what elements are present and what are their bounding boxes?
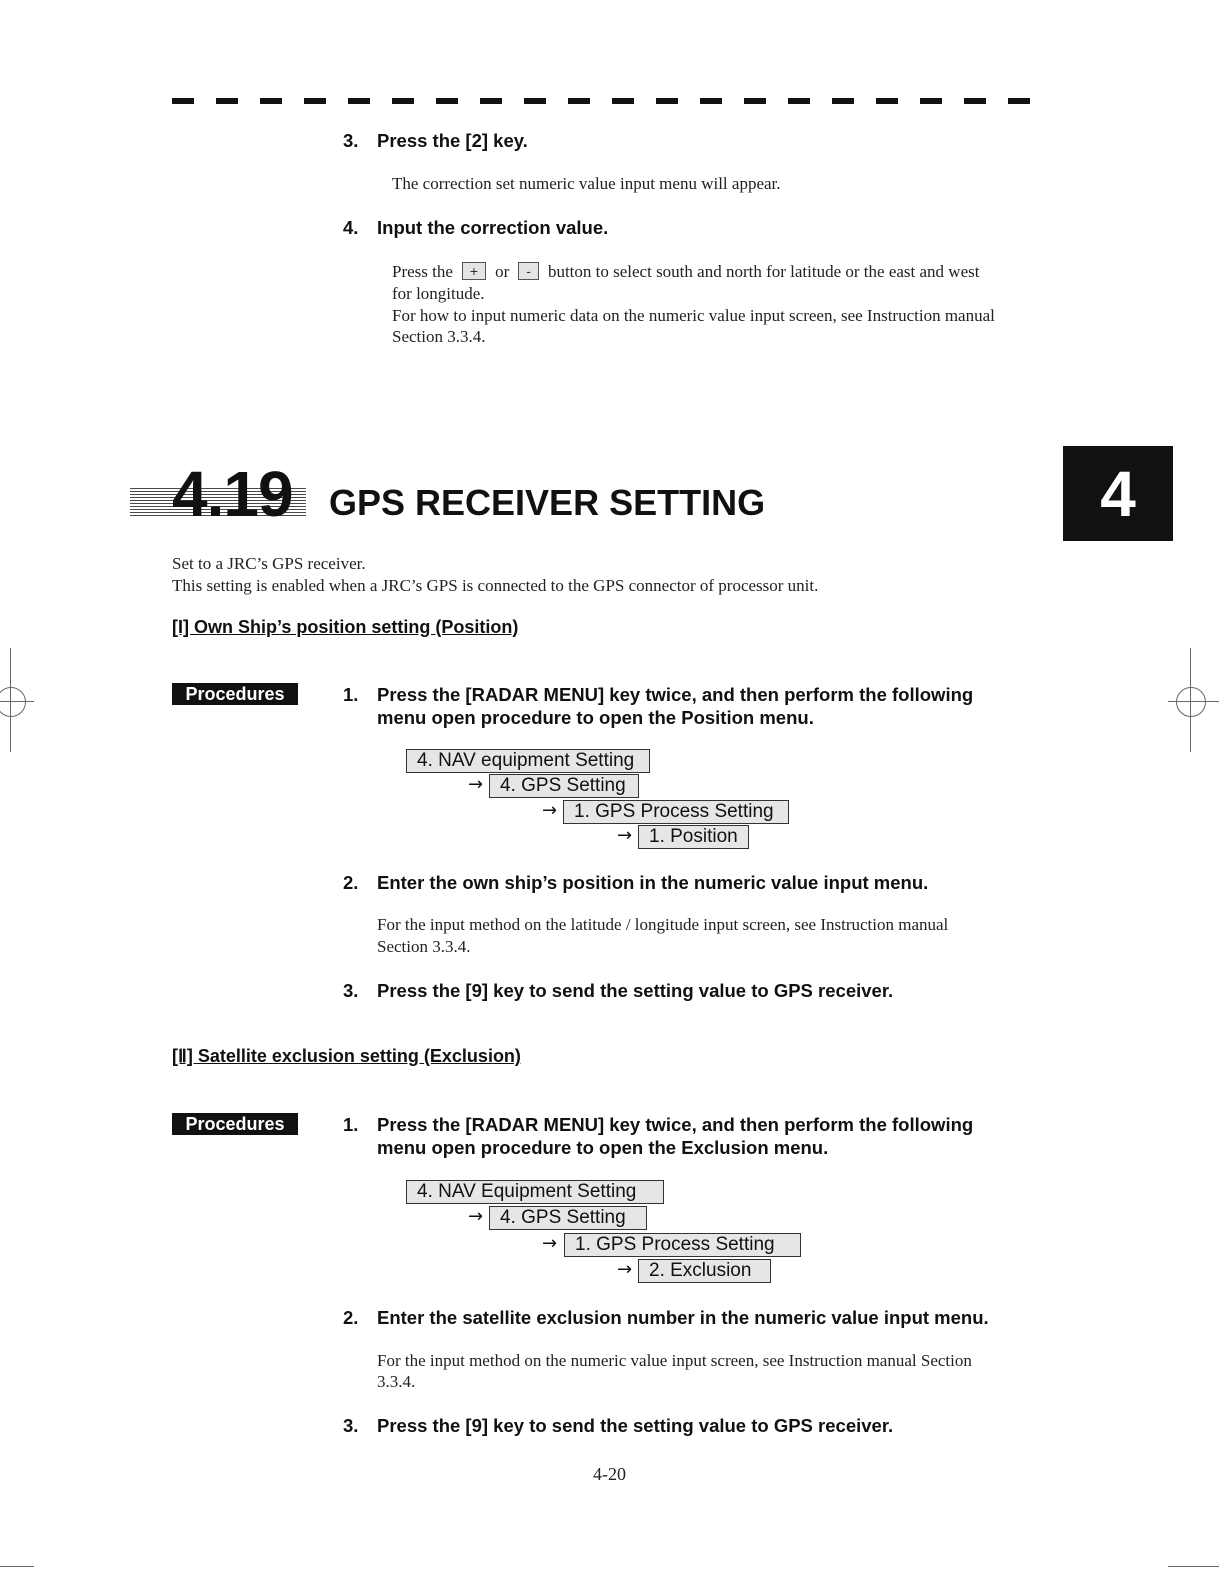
step-number: 1. (343, 1114, 359, 1135)
section-number: 4.19 (172, 458, 294, 530)
step-text: Press the [9] key to send the setting va… (377, 980, 894, 1001)
step-4-body-line4: Section 3.3.4. (392, 327, 486, 346)
part1-heading: [I] Own Ship’s position setting (Positio… (172, 617, 519, 637)
crop-mark-bottom-left (0, 1566, 34, 1567)
menu-arrow: → (468, 774, 484, 795)
menu-position[interactable]: 1. Position (638, 825, 749, 849)
step-number: 3. (343, 980, 359, 1001)
menu-nav-equipment-setting[interactable]: 4. NAV equipment Setting (406, 749, 650, 773)
button-description: button to select south and north for lat… (547, 262, 980, 281)
step-4-body-line1: Press the + or-button to select south and … (392, 261, 979, 283)
chapter-tab: 4 (1063, 446, 1173, 541)
minus-button[interactable]: - (518, 262, 539, 280)
menu-arrow: → (617, 1259, 633, 1280)
step-number: 4. (343, 217, 359, 238)
section-intro-line2: This setting is enabled when a JRC’s GPS… (172, 576, 819, 595)
press-the-text: Press the (392, 262, 453, 281)
part2-step-2-body2: 3.3.4. (377, 1372, 416, 1391)
step-number: 3. (343, 130, 359, 151)
step-text: Enter the own ship’s position in the num… (377, 872, 929, 893)
part2-step-2-body1: For the input method on the numeric valu… (377, 1351, 972, 1370)
step-4-body-line3: For how to input numeric data on the num… (392, 306, 995, 325)
or-text: or (495, 262, 510, 281)
step-text: Press the [9] key to send the setting va… (377, 1415, 894, 1436)
part1-step-2-body1: For the input method on the latitude / l… (377, 915, 949, 934)
procedures-label: Procedures (172, 1113, 298, 1135)
procedures-label: Procedures (172, 683, 298, 705)
menu-arrow: → (617, 825, 633, 846)
step-number: 3. (343, 1415, 359, 1436)
section-title: GPS RECEIVER SETTING (329, 482, 766, 523)
part1-step-2-body2: Section 3.3.4. (377, 937, 471, 956)
step-text: Enter the satellite exclusion number in … (377, 1307, 989, 1328)
menu-nav-equipment-setting[interactable]: 4. NAV Equipment Setting (406, 1180, 664, 1204)
menu-exclusion[interactable]: 2. Exclusion (638, 1259, 771, 1283)
menu-arrow: → (468, 1206, 484, 1227)
step-text: Press the [RADAR MENU] key twice, and th… (377, 684, 974, 705)
registration-mark-left-circle (0, 687, 26, 717)
step-4-body-line2: for longitude. (392, 284, 485, 303)
menu-gps-process-setting[interactable]: 1. GPS Process Setting (564, 1233, 801, 1257)
header-dashed-rule (172, 98, 1052, 104)
step-text: Press the [2] key. (377, 130, 528, 151)
part2-heading: [Ⅱ] Satellite exclusion setting (Exclusi… (172, 1046, 521, 1066)
section-number-hatching (130, 488, 306, 518)
step-number: 2. (343, 872, 359, 893)
section-intro-line1: Set to a JRC’s GPS receiver. (172, 554, 366, 573)
crop-mark-bottom-right (1168, 1566, 1219, 1567)
registration-mark-right-circle (1176, 687, 1206, 717)
menu-gps-process-setting[interactable]: 1. GPS Process Setting (563, 800, 789, 824)
step-text: Press the [RADAR MENU] key twice, and th… (377, 1114, 974, 1135)
menu-arrow: → (542, 800, 558, 821)
plus-button[interactable]: + (461, 262, 487, 280)
menu-gps-setting[interactable]: 4. GPS Setting (489, 774, 639, 798)
page-number: 4-20 (593, 1464, 626, 1484)
step-text-line2: menu open procedure to open the Exclusio… (377, 1137, 829, 1158)
step-text: Input the correction value. (377, 217, 609, 238)
step-number: 2. (343, 1307, 359, 1328)
menu-gps-setting[interactable]: 4. GPS Setting (489, 1206, 647, 1230)
step-text-line2: menu open procedure to open the Position… (377, 707, 814, 728)
step-3-body: The correction set numeric value input m… (392, 174, 781, 193)
menu-arrow: → (542, 1233, 558, 1254)
step-number: 1. (343, 684, 359, 705)
